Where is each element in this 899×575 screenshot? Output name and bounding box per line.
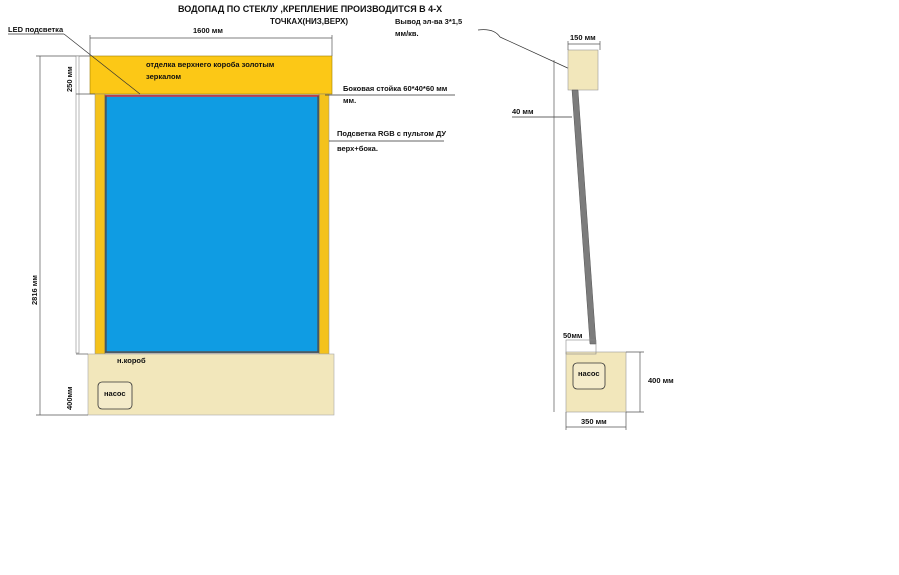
title-line-1: ВОДОПАД ПО СТЕКЛУ ,КРЕПЛЕНИЕ ПРОИЗВОДИТС… (178, 4, 442, 14)
total-height-label: 2816 мм (30, 275, 39, 305)
power-leader-line (499, 36, 573, 71)
pump-box (97, 381, 133, 410)
side-glass-label: 40 мм (512, 107, 534, 116)
side-top-box (567, 49, 599, 91)
top-box-label-1: отделка верхнего короба золотым (146, 60, 275, 69)
title-line-2: ТОЧКАХ(НИЗ,ВЕРХ) (270, 17, 348, 26)
power-label-hook (477, 29, 501, 38)
glass-panel (104, 94, 320, 354)
power-label-2: мм/кв. (395, 29, 419, 38)
side-pump-box (572, 362, 606, 390)
side-post-label-2: мм. (343, 96, 356, 105)
bottom-height-label: 400мм (65, 386, 74, 410)
right-side-post (318, 93, 330, 355)
width-label: 1600 мм (193, 26, 223, 35)
top-box-label-2: зеркалом (146, 72, 181, 81)
height-guide-bar (75, 55, 80, 354)
top-box (89, 55, 333, 95)
left-side-post (94, 93, 106, 355)
side-bottom-width-label: 350 мм (581, 417, 607, 426)
rgb-label-2: верх+бока. (337, 144, 378, 153)
side-pump-label: насос (578, 369, 600, 378)
top-height-label: 250 мм (65, 66, 74, 92)
side-offset-frame (565, 339, 597, 355)
side-glass-panel (571, 89, 597, 345)
pump-label: насос (104, 389, 126, 398)
side-view: Вывод эл-ва 3*1,5 мм/кв. 150 мм 40 мм 50… (395, 17, 674, 430)
rgb-label-1: Подсветка RGB с пультом ДУ (337, 129, 446, 138)
bottom-box-label: н.короб (117, 356, 146, 365)
side-bottom-height-label: 400 мм (648, 376, 674, 385)
led-leader-line (63, 33, 141, 95)
side-offset-label: 50мм (563, 331, 583, 340)
side-top-width-label: 150 мм (570, 33, 596, 42)
power-label-1: Вывод эл-ва 3*1,5 (395, 17, 462, 26)
led-label: LED подсветка (8, 25, 64, 34)
front-view: отделка верхнего короба золотым зеркалом… (8, 25, 455, 416)
side-post-label-1: Боковая стойка 60*40*60 мм (343, 84, 448, 93)
